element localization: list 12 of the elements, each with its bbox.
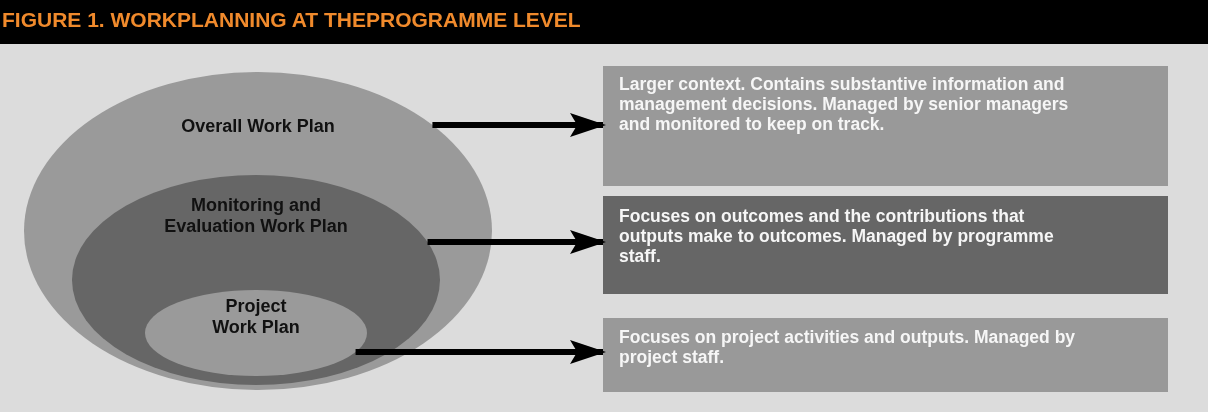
description-text: Focuses on project activities and outputs. Managed by project staff. [619, 327, 1077, 367]
description-box [603, 66, 1168, 186]
arrow [427, 230, 606, 254]
description-text: Larger context. Contains substantive information and management decisions. Managed by senior managers and monitored to keep on track. [619, 74, 1070, 134]
arrow [432, 113, 606, 137]
plan-label: Monitoring and Evaluation Work Plan [163, 195, 349, 237]
figure-title: FIGURE 1. WORKPLANNING AT THEPROGRAMME LEVEL [2, 8, 581, 32]
description-box [603, 196, 1168, 294]
description-box [603, 318, 1168, 392]
plan-label: Project Work Plan [211, 296, 301, 338]
plan-label: Overall Work Plan [180, 116, 336, 137]
description-text: Focuses on outcomes and the contributions that outputs make to outcomes. Managed by programme staff. [619, 206, 1055, 266]
